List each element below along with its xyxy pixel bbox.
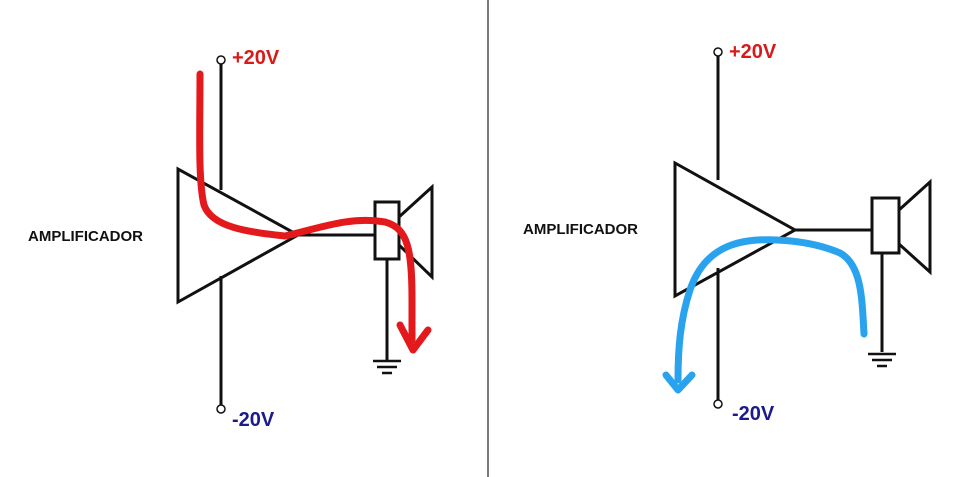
panel-divider bbox=[487, 0, 489, 477]
amplifier-label-right: AMPLIFICADOR bbox=[523, 221, 638, 238]
left-circuit-panel bbox=[176, 55, 434, 414]
amplifier-symbol bbox=[673, 160, 799, 299]
speaker-coil bbox=[870, 196, 901, 255]
amplifier-symbol bbox=[176, 166, 302, 305]
positive-terminal bbox=[713, 47, 723, 57]
negative-terminal bbox=[216, 404, 226, 414]
speaker-cone bbox=[397, 183, 434, 281]
current-arrow-head bbox=[396, 321, 432, 354]
current-arrow-head bbox=[662, 371, 696, 394]
ground-symbol bbox=[373, 359, 401, 375]
negative-voltage-label-left: -20V bbox=[232, 409, 275, 431]
positive-voltage-label-left: +20V bbox=[232, 47, 280, 69]
ground-symbol bbox=[868, 352, 896, 368]
positive-terminal bbox=[216, 55, 226, 65]
current-path-arrow bbox=[196, 70, 416, 344]
speaker-cone bbox=[897, 178, 932, 276]
negative-terminal bbox=[713, 399, 723, 409]
amplifier-label-left: AMPLIFICADOR bbox=[28, 228, 143, 245]
positive-voltage-label-right: +20V bbox=[729, 41, 777, 63]
right-circuit-panel bbox=[662, 47, 932, 409]
negative-voltage-label-right: -20V bbox=[732, 403, 775, 425]
current-path-arrow bbox=[674, 236, 868, 384]
